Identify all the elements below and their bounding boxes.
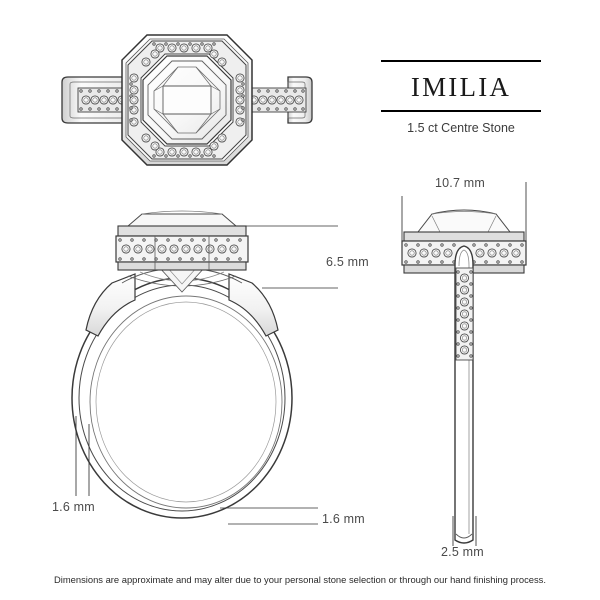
front-view-shank bbox=[71, 277, 293, 519]
dimension-label-band-depth: 2.5 mm bbox=[441, 545, 484, 559]
top-view-halo-head bbox=[121, 34, 253, 166]
top-view-drawing bbox=[61, 34, 313, 166]
top-view-centre-stone bbox=[142, 55, 232, 145]
brand-name: IMILIA bbox=[410, 72, 512, 102]
dimension-band-depth-leaders bbox=[452, 516, 477, 546]
dimension-band-width-leaders bbox=[75, 416, 90, 496]
title-rule-bottom bbox=[381, 110, 541, 112]
dimension-head-width-leaders bbox=[401, 182, 527, 262]
dimension-label-head-height: 6.5 mm bbox=[326, 255, 369, 269]
side-view-band bbox=[454, 245, 474, 544]
footer-disclaimer: Dimensions are approximate and may alter… bbox=[54, 574, 546, 585]
front-view-drawing bbox=[71, 210, 338, 525]
title-block: IMILIA 1.5 ct Centre Stone bbox=[381, 60, 541, 135]
side-view-drawing bbox=[401, 182, 527, 546]
dimension-label-band-width: 1.6 mm bbox=[52, 500, 95, 514]
dimension-label-band-thickness: 1.6 mm bbox=[322, 512, 365, 526]
dimension-label-head-width: 10.7 mm bbox=[435, 176, 486, 190]
title-rule-top bbox=[381, 60, 541, 62]
dimension-head-height-leaders bbox=[236, 225, 338, 289]
centre-stone-subtitle: 1.5 ct Centre Stone bbox=[407, 120, 515, 135]
dimension-band-thickness-leaders bbox=[220, 507, 318, 525]
front-view-halo-head bbox=[115, 210, 249, 271]
